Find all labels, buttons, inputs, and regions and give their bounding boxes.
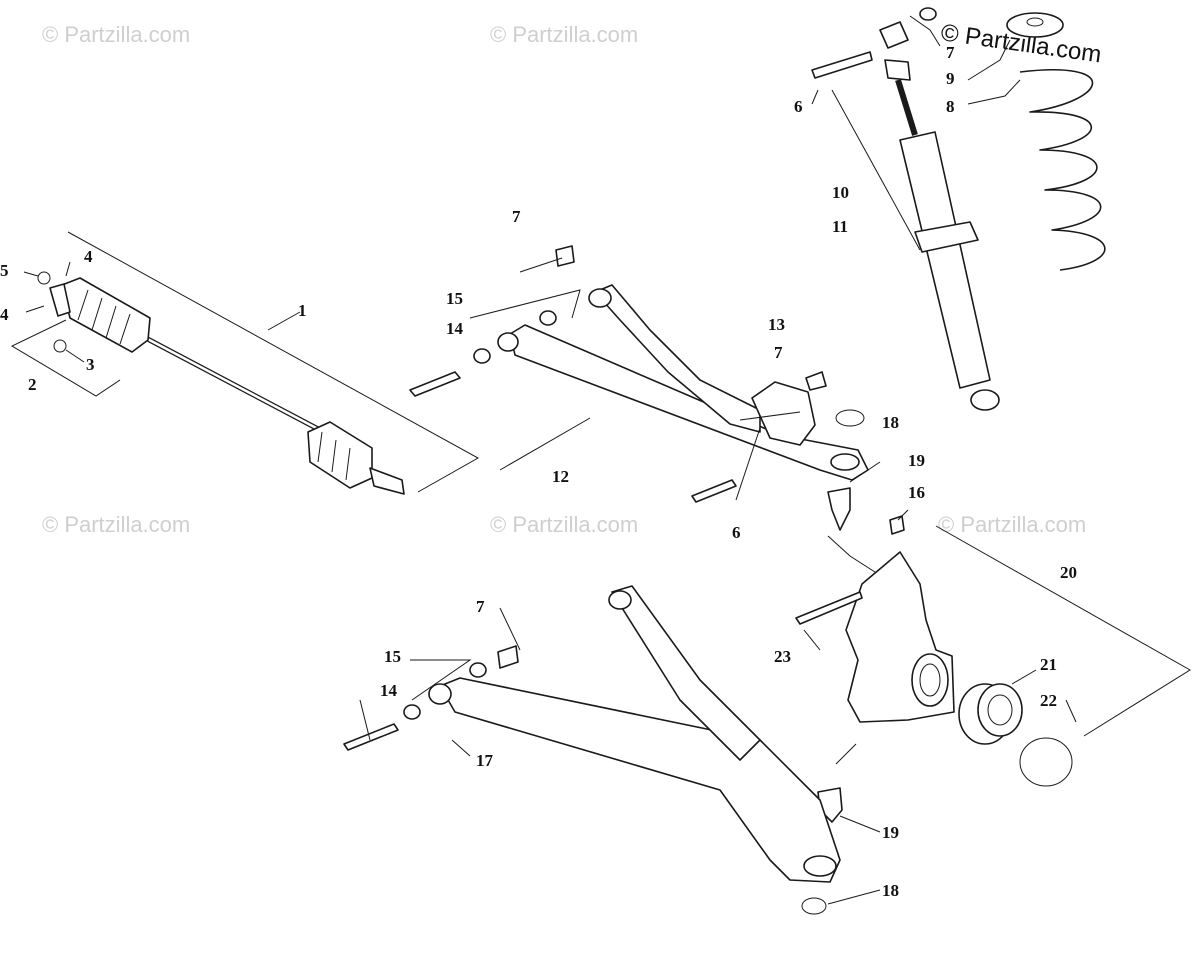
callout-15-upper: 15 bbox=[446, 289, 463, 308]
callout-21: 21 bbox=[1040, 655, 1057, 674]
callout-9: 9 bbox=[946, 69, 955, 88]
callout-16: 16 bbox=[908, 483, 925, 502]
washer-15-lower-b bbox=[469, 662, 487, 678]
callout-4-left: 4 bbox=[0, 305, 9, 324]
nut-7-upper bbox=[555, 245, 575, 267]
upper-a-arm bbox=[497, 284, 869, 481]
callout-14-lower: 14 bbox=[380, 681, 398, 700]
steering-knuckle bbox=[845, 551, 955, 723]
snap-ring-18-upper bbox=[835, 409, 865, 427]
callout-6-top: 6 bbox=[794, 97, 803, 116]
snap-ring-18-lower bbox=[801, 897, 827, 915]
washer-15-upper-b bbox=[539, 310, 557, 326]
washer-15-lower bbox=[403, 704, 421, 720]
callout-6-mid: 6 bbox=[732, 523, 741, 542]
callout-7-top: 7 bbox=[946, 43, 955, 62]
callout-23: 23 bbox=[774, 647, 791, 666]
callout-20: 20 bbox=[1060, 563, 1077, 582]
callout-10: 10 bbox=[832, 183, 849, 202]
washer-15-upper bbox=[473, 348, 491, 364]
snap-ring-3 bbox=[53, 339, 67, 353]
nut-7-lower bbox=[497, 645, 519, 669]
bolt-14-upper bbox=[409, 371, 461, 397]
callout-22: 22 bbox=[1040, 691, 1057, 710]
nut-16 bbox=[889, 515, 905, 535]
callout-19-upper: 19 bbox=[908, 451, 925, 470]
callout-5: 5 bbox=[0, 261, 9, 280]
callout-7-upper: 7 bbox=[512, 207, 521, 226]
coil-spring bbox=[1006, 12, 1106, 271]
snap-ring-22 bbox=[1019, 737, 1073, 787]
lower-a-arm bbox=[428, 585, 841, 883]
callout-15-lower: 15 bbox=[384, 647, 401, 666]
bolt-6-top bbox=[811, 51, 873, 79]
watermark-2: © Partzilla.com bbox=[490, 22, 638, 47]
grease-line-12 bbox=[499, 417, 591, 471]
callout-19-lower: 19 bbox=[882, 823, 899, 842]
axle-bracket bbox=[10, 231, 480, 493]
ball-joint-19-upper bbox=[827, 487, 851, 531]
callout-7-right: 7 bbox=[774, 343, 783, 362]
wheel-bearing bbox=[958, 683, 1023, 745]
callout-1: 1 bbox=[298, 301, 307, 320]
nut-7-top bbox=[919, 7, 937, 21]
callout-4-top: 4 bbox=[84, 247, 93, 266]
callout-13: 13 bbox=[768, 315, 785, 334]
watermark-4: © Partzilla.com bbox=[490, 512, 638, 537]
watermark-5: © Partzilla.com bbox=[938, 512, 1086, 537]
bolt-6-mid bbox=[691, 479, 737, 503]
callout-12: 12 bbox=[552, 467, 569, 486]
callout-11: 11 bbox=[832, 217, 848, 236]
shock-absorber bbox=[879, 21, 1000, 411]
snap-ring-5 bbox=[37, 271, 51, 285]
watermark-3: © Partzilla.com bbox=[42, 512, 190, 537]
callout-8: 8 bbox=[946, 97, 955, 116]
callout-2: 2 bbox=[28, 375, 37, 394]
callout-14-upper: 14 bbox=[446, 319, 464, 338]
nut-7-right bbox=[805, 371, 827, 391]
callout-18-lower: 18 bbox=[882, 881, 899, 900]
axle-assembly bbox=[49, 277, 405, 495]
callout-7-lower: 7 bbox=[476, 597, 485, 616]
bolt-14-lower bbox=[343, 723, 399, 751]
watermark-1: © Partzilla.com bbox=[42, 22, 190, 47]
callout-3: 3 bbox=[86, 355, 95, 374]
callout-17: 17 bbox=[476, 751, 494, 770]
callout-18-upper: 18 bbox=[882, 413, 899, 432]
bolt-23 bbox=[795, 591, 863, 625]
